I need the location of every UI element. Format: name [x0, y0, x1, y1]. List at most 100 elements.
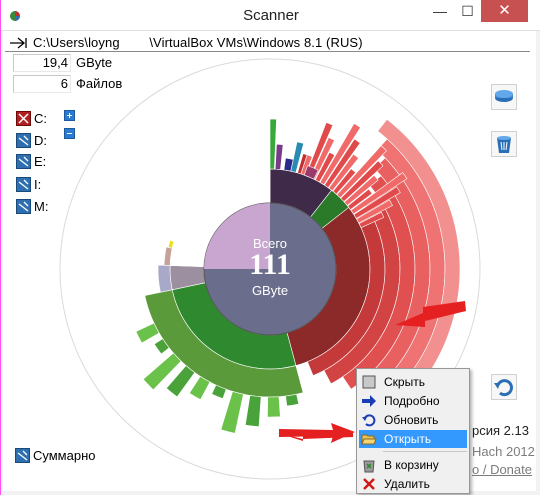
- file-segment[interactable]: [350, 172, 408, 215]
- window-title: Scanner: [243, 7, 299, 24]
- file-segment[interactable]: [314, 151, 336, 183]
- file-segment[interactable]: [285, 393, 300, 407]
- summary-icon: [15, 448, 30, 463]
- file-segment[interactable]: [220, 391, 244, 434]
- donate-link[interactable]: o / Donate: [472, 462, 532, 477]
- file-segment[interactable]: [332, 168, 357, 195]
- app-icon: [10, 11, 20, 21]
- menu-item-label: Скрыть: [384, 375, 425, 389]
- files-label: Файлов: [76, 76, 123, 91]
- file-segment[interactable]: [319, 123, 361, 186]
- drive-e-icon: [16, 153, 31, 169]
- menu-separator: [383, 451, 467, 452]
- minus-icon: [67, 133, 72, 134]
- drive-label: D:: [34, 132, 47, 148]
- size-unit-label: GByte: [76, 55, 113, 70]
- refresh-icon: [494, 379, 513, 397]
- scan-drive-button[interactable]: [491, 84, 517, 110]
- file-segment[interactable]: [142, 352, 182, 391]
- file-segment[interactable]: [165, 365, 196, 398]
- menu-item-hide[interactable]: Скрыть: [359, 373, 467, 391]
- drive-d-icon: [16, 132, 31, 148]
- drive-c-icon: [16, 110, 31, 126]
- menu-item-label: Обновить: [384, 413, 439, 427]
- file-segment[interactable]: [353, 186, 401, 219]
- vm-folder-segment[interactable]: [204, 203, 270, 269]
- file-segment[interactable]: [297, 153, 308, 175]
- red-arrow-menu: [278, 423, 355, 443]
- file-segment[interactable]: [347, 188, 373, 211]
- close-button[interactable]: ✕: [481, 0, 528, 22]
- file-segment[interactable]: [324, 138, 361, 189]
- drive-i-icon: [16, 176, 31, 192]
- file-segment[interactable]: [340, 160, 384, 202]
- file-segment[interactable]: [358, 211, 385, 229]
- open-folder-icon: [361, 434, 377, 445]
- version-text: рсия 2.13: [472, 423, 529, 438]
- drive-label: E:: [34, 153, 47, 169]
- menu-item-details[interactable]: Подробно: [359, 392, 467, 410]
- menu-item-refresh[interactable]: Обновить: [359, 411, 467, 429]
- drive-m-icon: [16, 198, 31, 214]
- path-divider: [5, 51, 530, 52]
- file-segment[interactable]: [328, 153, 360, 192]
- file-segment[interactable]: [267, 396, 281, 418]
- disk-usage-sunburst[interactable]: [3, 31, 536, 491]
- menu-item-label: Удалить: [384, 477, 430, 491]
- recycle-bin-button[interactable]: [491, 131, 517, 157]
- summary-option[interactable]: Суммарно: [15, 448, 96, 463]
- path-bar: C:\Users\loyng \VirtualBox VMs\Windows 8…: [9, 34, 363, 51]
- current-path: C:\Users\loyng \VirtualBox VMs\Windows 8…: [33, 35, 363, 50]
- drive-m[interactable]: M:: [16, 198, 48, 214]
- sunburst-rings[interactable]: [135, 118, 461, 434]
- size-value-field: 19,4: [13, 54, 71, 72]
- drive-e[interactable]: E:: [16, 153, 46, 169]
- file-segment[interactable]: [290, 141, 305, 173]
- recycle-bin-icon: [363, 460, 375, 473]
- file-segment[interactable]: [188, 375, 211, 401]
- red-arrow-chart: [395, 301, 466, 327]
- expand-button[interactable]: [64, 110, 75, 121]
- menu-item-open[interactable]: Открыть: [359, 430, 467, 448]
- total-label: Всего: [252, 236, 288, 251]
- title-bar[interactable]: Scanner — ☐ ✕: [1, 0, 540, 31]
- file-segment[interactable]: [244, 395, 262, 427]
- file-segment[interactable]: [269, 118, 277, 170]
- drive-d[interactable]: D:: [16, 132, 47, 148]
- total-unit: GByte: [251, 283, 289, 298]
- copyright-text: Hach 2012: [472, 444, 535, 459]
- file-segment[interactable]: [135, 322, 160, 344]
- files-count-field: 6: [13, 75, 71, 93]
- disk-icon: [495, 90, 513, 102]
- menu-item-delete[interactable]: Удалить: [359, 475, 467, 493]
- arrow-right-icon[interactable]: [9, 36, 29, 50]
- drive-label: I:: [34, 176, 42, 192]
- menu-item-recycle[interactable]: В корзину: [359, 456, 467, 474]
- minimize-button[interactable]: —: [433, 3, 447, 19]
- drive-label: M:: [34, 198, 49, 214]
- file-segment[interactable]: [153, 338, 170, 355]
- file-segment[interactable]: [274, 143, 284, 170]
- delete-icon: [363, 478, 375, 490]
- file-segment[interactable]: [167, 239, 175, 249]
- summary-label: Суммарно: [33, 448, 96, 463]
- file-segment[interactable]: [356, 199, 393, 224]
- refresh-icon: [362, 414, 376, 427]
- drive-i[interactable]: I:: [16, 176, 41, 192]
- maximize-button[interactable]: ☐: [461, 3, 474, 19]
- menu-item-label: Открыть: [384, 432, 432, 446]
- collapse-button[interactable]: [64, 128, 75, 139]
- file-segment[interactable]: [343, 174, 379, 206]
- folder-segment[interactable]: [157, 264, 173, 293]
- file-segment[interactable]: [303, 165, 319, 180]
- file-segment[interactable]: [211, 384, 227, 400]
- hide-icon: [362, 375, 376, 389]
- context-menu: Скрыть Подробно Обновить Открыть: [356, 368, 470, 494]
- refresh-button[interactable]: [491, 374, 517, 400]
- recycle-bin-icon: [497, 136, 511, 153]
- menu-item-label: Подробно: [384, 394, 440, 408]
- total-value: 111: [249, 248, 291, 281]
- file-segment[interactable]: [336, 145, 387, 199]
- drive-c[interactable]: C:: [16, 110, 47, 126]
